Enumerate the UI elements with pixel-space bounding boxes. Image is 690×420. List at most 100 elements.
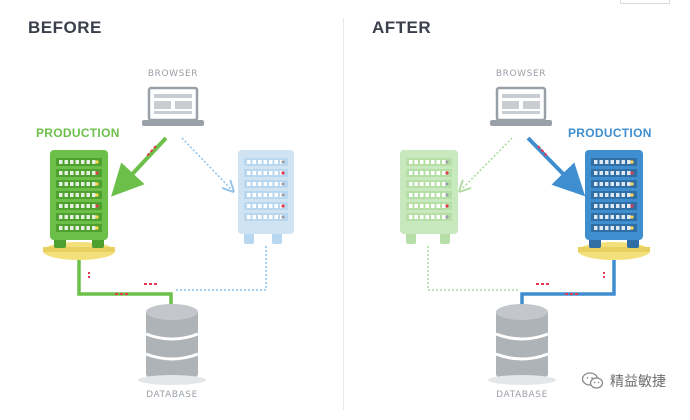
server-vent <box>436 171 440 175</box>
server-vent <box>75 182 79 186</box>
server-vent <box>252 160 256 164</box>
server-vent <box>258 160 262 164</box>
server-vent <box>621 215 625 219</box>
server-vent <box>627 204 631 208</box>
watermark: 精益敏捷 <box>582 371 666 391</box>
traffic-arrow-to-production <box>111 136 168 197</box>
server-vent <box>59 182 63 186</box>
server-vent <box>414 215 418 219</box>
server-led <box>630 171 634 175</box>
server-vent <box>252 204 256 208</box>
server-vent <box>599 160 603 164</box>
server-vent <box>75 226 79 230</box>
after-browser-label: BROWSER <box>495 69 547 79</box>
server-vent <box>442 160 446 164</box>
server-vent <box>64 215 68 219</box>
server-vent <box>274 160 278 164</box>
server-vent <box>64 204 68 208</box>
server-led <box>95 171 99 175</box>
production-server-green <box>43 150 115 260</box>
server-vent <box>81 204 85 208</box>
server-vent <box>610 182 614 186</box>
server-vent <box>599 171 603 175</box>
server-vent <box>627 226 631 230</box>
server-vent <box>269 215 273 219</box>
server-vent <box>92 193 96 197</box>
server-vent <box>414 204 418 208</box>
server-vent <box>258 171 262 175</box>
server-vent <box>274 182 278 186</box>
idle-db-connection <box>427 246 518 291</box>
server-vent <box>263 171 267 175</box>
server-vent <box>92 215 96 219</box>
after-database-label: DATABASE <box>496 390 548 400</box>
server-vent <box>420 193 424 197</box>
server-vent <box>431 160 435 164</box>
server-vent <box>252 193 256 197</box>
server-vent <box>92 226 96 230</box>
server-vent <box>247 215 251 219</box>
server-vent <box>420 182 424 186</box>
server-vent <box>269 204 273 208</box>
server-vent <box>59 193 63 197</box>
idle-arrow-to-standby <box>462 137 513 189</box>
before-production-label: PRODUCTION <box>36 126 120 140</box>
server-vent <box>594 204 598 208</box>
server-vent <box>258 204 262 208</box>
server-vent <box>627 160 631 164</box>
server-vent <box>616 160 620 164</box>
server-led <box>445 204 449 208</box>
server-vent <box>621 193 625 197</box>
server-vent <box>420 160 424 164</box>
server-vent <box>252 182 256 186</box>
server-vent <box>70 160 74 164</box>
server-led <box>445 182 449 186</box>
server-vent <box>81 193 85 197</box>
server-led <box>95 160 99 164</box>
server-vent <box>436 204 440 208</box>
server-vent <box>594 182 598 186</box>
standby-server-green <box>400 150 458 244</box>
server-vent <box>409 204 413 208</box>
server-led <box>95 204 99 208</box>
server-vent <box>621 182 625 186</box>
server-vent <box>263 182 267 186</box>
server-vent <box>263 160 267 164</box>
server-vent <box>616 193 620 197</box>
active-db-connection <box>520 260 616 312</box>
server-vent <box>64 171 68 175</box>
standby-server-blue <box>238 150 294 244</box>
server-led <box>445 193 449 197</box>
server-vent <box>263 193 267 197</box>
server-vent <box>70 204 74 208</box>
server-vent <box>616 226 620 230</box>
server-vent <box>442 171 446 175</box>
server-vent <box>75 193 79 197</box>
server-vent <box>59 215 63 219</box>
server-led <box>95 182 99 186</box>
server-vent <box>442 204 446 208</box>
server-vent <box>599 204 603 208</box>
server-vent <box>605 171 609 175</box>
server-led <box>630 226 634 230</box>
after-title: AFTER <box>372 18 432 37</box>
server-vent <box>75 204 79 208</box>
before-browser-label: BROWSER <box>147 69 199 79</box>
server-vent <box>263 215 267 219</box>
server-vent <box>605 193 609 197</box>
server-vent <box>605 160 609 164</box>
traffic-arrow-to-production <box>526 136 586 197</box>
server-vent <box>594 193 598 197</box>
server-vent <box>59 204 63 208</box>
server-vent <box>436 215 440 219</box>
server-vent <box>269 171 273 175</box>
server-led <box>630 182 634 186</box>
server-vent <box>594 226 598 230</box>
server-vent <box>70 182 74 186</box>
server-vent <box>274 204 278 208</box>
server-vent <box>70 215 74 219</box>
idle-db-connection <box>176 246 267 291</box>
server-vent <box>621 160 625 164</box>
server-vent <box>431 182 435 186</box>
database-icon <box>488 304 556 385</box>
